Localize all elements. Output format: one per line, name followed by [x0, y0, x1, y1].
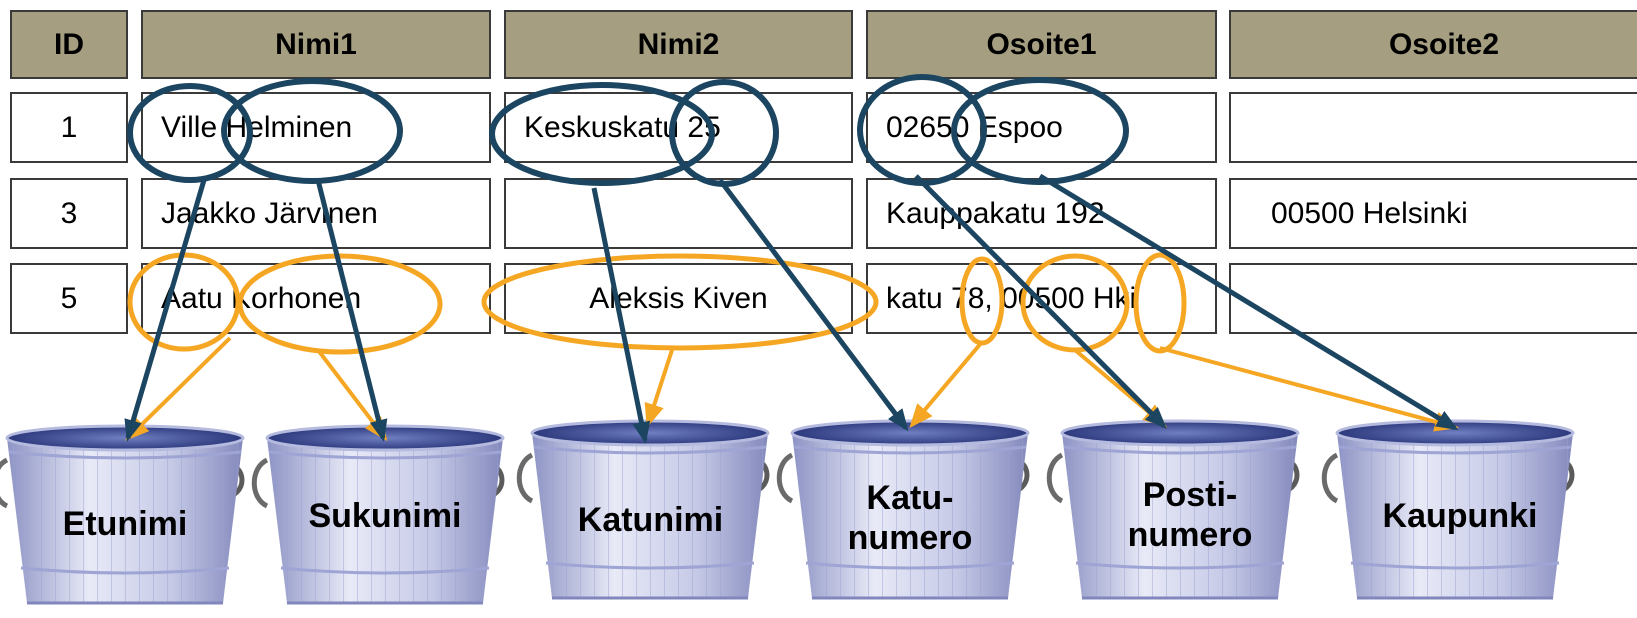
cell-osoite2: [1229, 263, 1637, 334]
cell-nimi2: [504, 178, 853, 249]
header-osoite2: Osoite2: [1229, 10, 1637, 79]
cell-nimi1: Ville Helminen: [141, 92, 491, 163]
header-nimi2: Nimi2: [504, 10, 853, 79]
cell-osoite2: 00500 Helsinki: [1229, 178, 1637, 249]
bucket-label-katunimi: Katunimi: [577, 501, 724, 539]
cell-nimi2: Aleksis Kiven: [504, 263, 853, 334]
cell-osoite2: [1229, 92, 1637, 163]
bucket-label-postinumero: Posti- numero: [1127, 476, 1253, 554]
bucket-label-etunimi: Etunimi: [62, 505, 188, 543]
bucket-label-sukunimi: Sukunimi: [308, 497, 462, 535]
cell-osoite1: Kauppakatu 192: [866, 178, 1217, 249]
header-nimi1: Nimi1: [141, 10, 491, 79]
cell-nimi1: Aatu Korhonen: [141, 263, 491, 334]
header-osoite1: Osoite1: [866, 10, 1217, 79]
cell-id: 5: [10, 263, 128, 334]
header-id: ID: [10, 10, 128, 79]
cell-id: 3: [10, 178, 128, 249]
cell-nimi1: Jaakko Järvinen: [141, 178, 491, 249]
cell-id: 1: [10, 92, 128, 163]
bucket-label-kaupunki: Kaupunki: [1382, 497, 1538, 535]
cell-osoite1: 02650 Espoo: [866, 92, 1217, 163]
cell-osoite1: katu 78, 00500 Hki: [866, 263, 1217, 334]
cell-nimi2: Keskuskatu 25: [504, 92, 853, 163]
bucket-label-katunumero: Katu- numero: [847, 479, 973, 557]
